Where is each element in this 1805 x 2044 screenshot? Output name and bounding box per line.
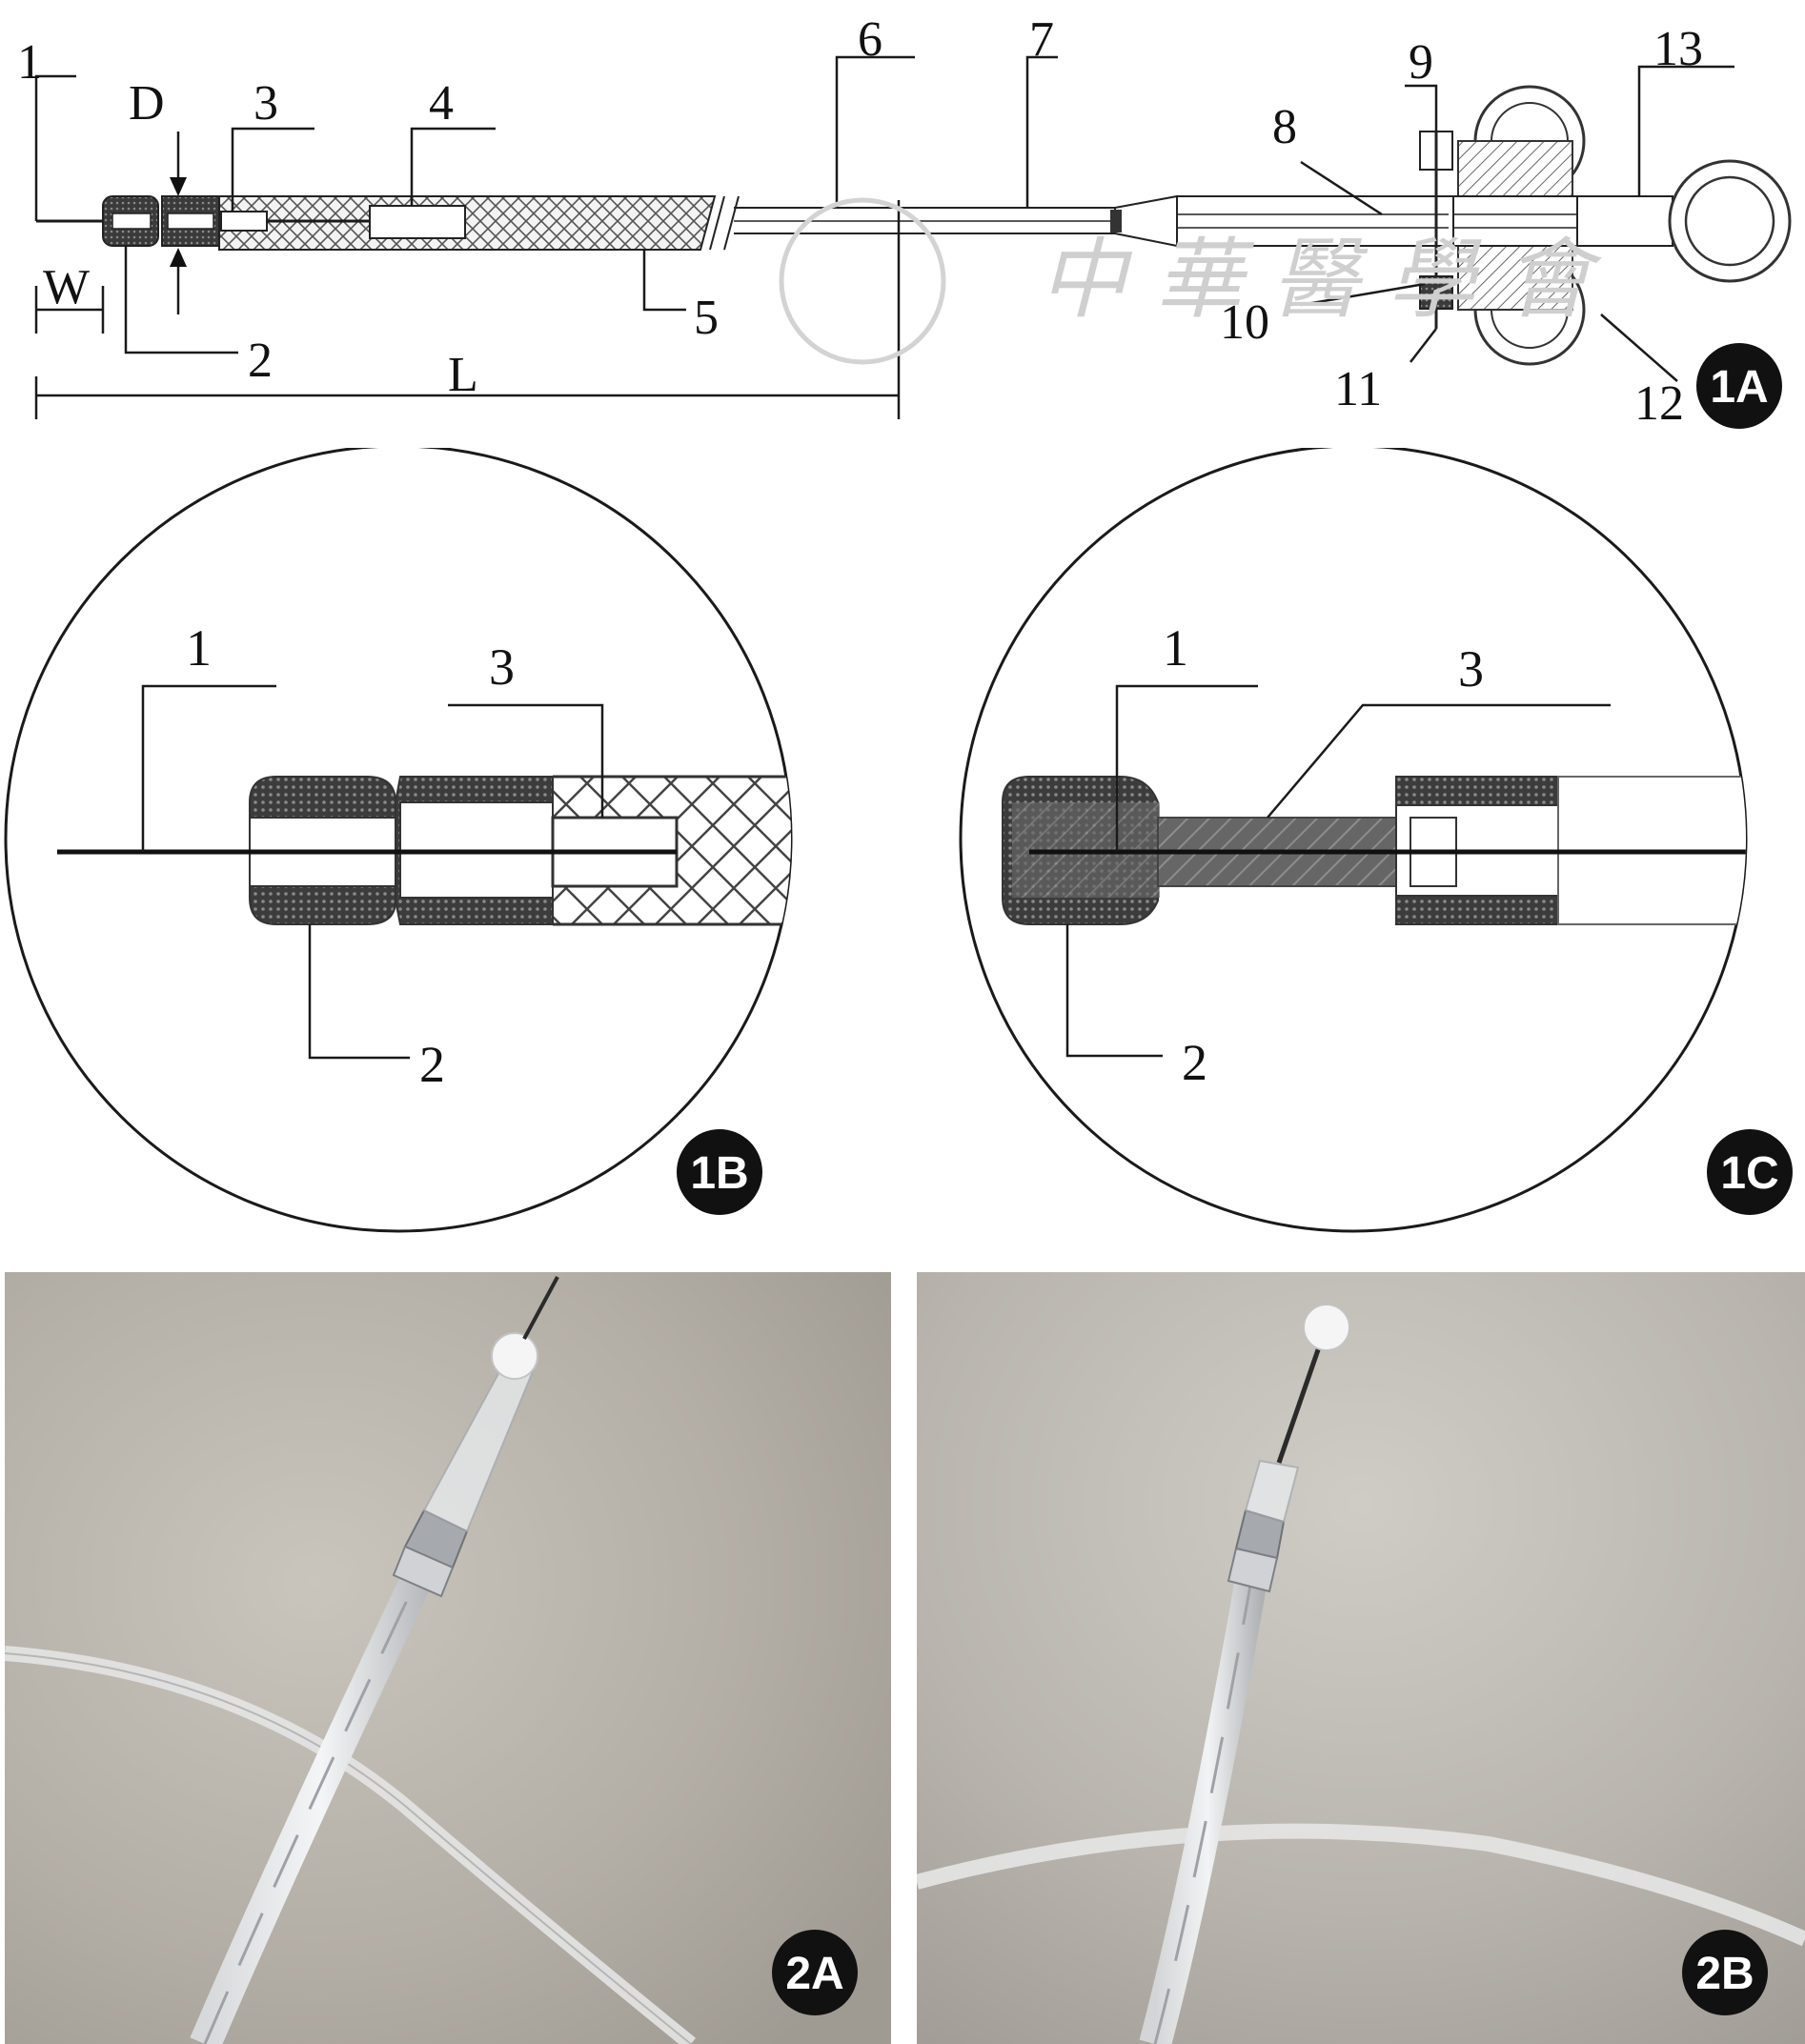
handle-shaft	[1176, 195, 1673, 247]
badge-2b	[1682, 1930, 1768, 2015]
ceramic-tip-2b	[1303, 1304, 1350, 1351]
label-l: L	[448, 348, 478, 402]
set-screw-nut	[1419, 275, 1453, 310]
label-13: 13	[1653, 22, 1703, 76]
label-3: 3	[254, 76, 278, 131]
badge-1a-text: 1A	[1710, 362, 1768, 413]
badge-2b-text: 2B	[1695, 1949, 1754, 1999]
detail-1c-label-1: 1	[1163, 619, 1188, 677]
photo-2a: 2A	[5, 1272, 891, 2044]
label-9: 9	[1409, 35, 1433, 90]
badge-2a-text: 2A	[785, 1949, 843, 1999]
label-5: 5	[694, 291, 719, 345]
label-6: 6	[858, 12, 882, 67]
label-12: 12	[1634, 376, 1684, 431]
badge-1c	[1707, 1129, 1793, 1215]
detail-1c-label-3: 3	[1458, 640, 1484, 698]
badge-1c-text: 1C	[1720, 1148, 1778, 1199]
photo-2b: 2B	[917, 1272, 1805, 2044]
label-7: 7	[1029, 12, 1054, 67]
detail-1c-label-2: 2	[1182, 1034, 1207, 1091]
badge-1a	[1696, 343, 1782, 429]
clear-sheath-2b	[1244, 1459, 1300, 1524]
figure-1a: 中華醫學會 1 D 3 4 W 2 5 L 6 7 8 9 10 11 12 1…	[17, 12, 1792, 431]
label-11: 11	[1334, 362, 1382, 416]
braided-sheath	[218, 195, 717, 251]
knife-wire-2b	[1276, 1338, 1325, 1464]
badge-1b	[677, 1129, 762, 1215]
label-8: 8	[1272, 100, 1297, 154]
label-10: 10	[1220, 295, 1269, 350]
figure-1b: 1 3 2 1B	[4, 448, 793, 1233]
label-d: D	[129, 76, 165, 131]
badge-2a	[772, 1930, 858, 2015]
label-1: 1	[17, 35, 42, 90]
label-4: 4	[429, 76, 454, 131]
marker-band	[369, 205, 466, 239]
watermark-text: 中華醫學會	[1039, 229, 1620, 331]
photo-2b-background	[917, 1272, 1805, 2044]
photo-2a-background	[5, 1272, 891, 2044]
badge-1b-text: 1B	[690, 1148, 748, 1199]
watermark-seal	[779, 197, 946, 365]
label-w: W	[43, 260, 90, 314]
detail-1b-label-2: 2	[419, 1036, 445, 1093]
knife-wire-2a	[522, 1276, 559, 1340]
detail-1b-label-1: 1	[186, 619, 212, 677]
label-2: 2	[248, 334, 273, 388]
ceramic-tip-2a	[491, 1332, 538, 1380]
detail-1b-label-3: 3	[489, 638, 515, 696]
background-catheter-loop-2b	[917, 1823, 1805, 1947]
figure-1c: 1 3 2 1C	[959, 448, 1793, 1233]
